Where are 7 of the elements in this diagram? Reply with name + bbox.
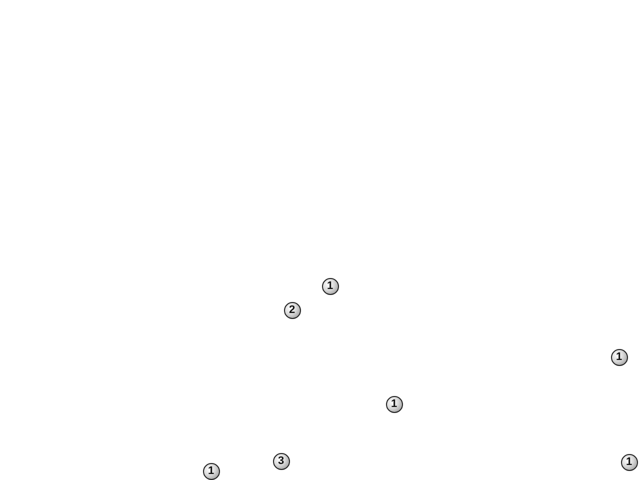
callout-number: 1	[386, 396, 402, 412]
callout-number: 3	[272, 452, 290, 470]
callout-number: 1	[610, 348, 628, 366]
callout-number: 1	[322, 278, 338, 294]
callout-number: 1	[620, 454, 638, 470]
callout-number: 1	[202, 462, 220, 480]
callout-number: 2	[284, 302, 300, 318]
